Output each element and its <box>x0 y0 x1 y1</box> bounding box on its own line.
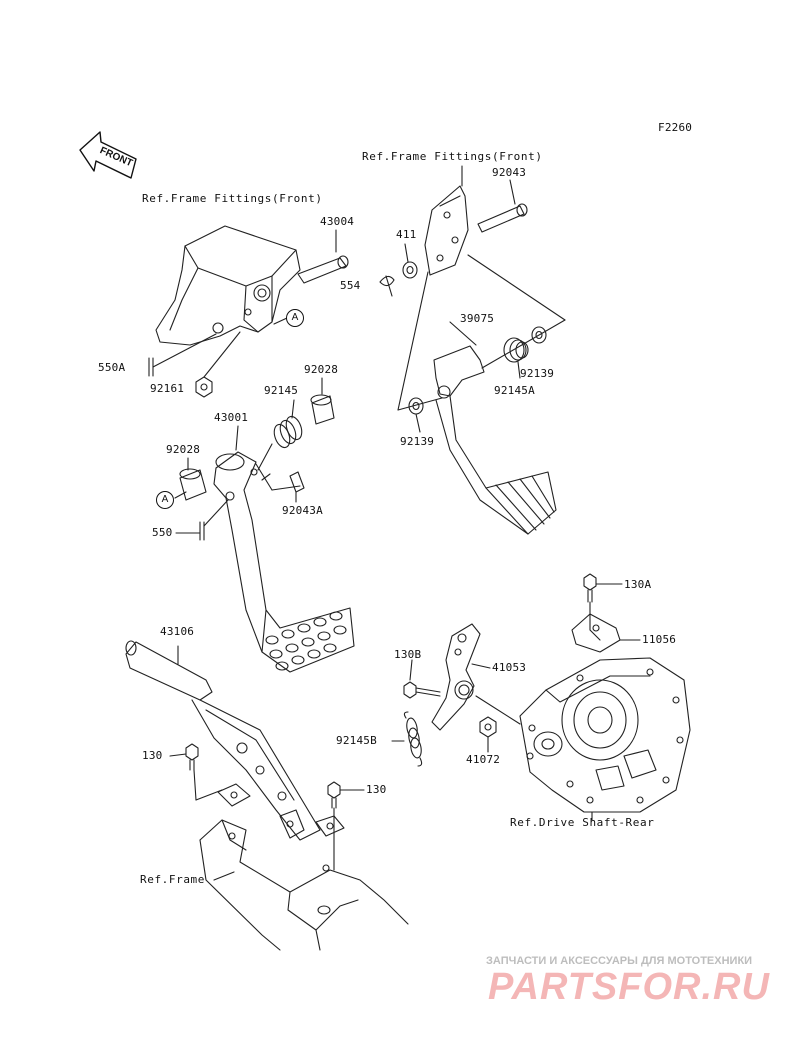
part-label-92139-left: 92139 <box>400 435 435 448</box>
part-label-130a: 130A <box>624 578 652 591</box>
pin-92043 <box>477 179 528 233</box>
watermark-caption: ЗАПЧАСТИ И АКСЕССУАРЫ ДЛЯ МОТОТЕХНИКИ <box>486 955 753 967</box>
bushing-92028-top <box>310 377 335 425</box>
nut-92161 <box>195 331 241 398</box>
part-label-92161: 92161 <box>150 382 185 395</box>
bracket-11056 <box>571 601 641 653</box>
part-label-43001: 43001 <box>214 411 249 424</box>
part-label-130-left: 130 <box>142 749 163 762</box>
washer-92139-right <box>531 326 547 344</box>
brake-pedal-pad-grid <box>265 611 347 671</box>
part-label-39075: 39075 <box>460 312 495 325</box>
part-label-92139-right: 92139 <box>520 367 555 380</box>
part-label-43004: 43004 <box>320 215 355 228</box>
part-label-130-right: 130 <box>366 783 387 796</box>
brake-pedal-43001 <box>213 425 355 673</box>
bolt-130a <box>583 573 623 603</box>
ref-frame-fittings-right-label: Ref.Frame Fittings(Front) <box>362 150 543 163</box>
front-arrow-icon: FRONT <box>79 131 137 179</box>
washer-92139-left <box>408 397 424 433</box>
part-label-554: 554 <box>340 279 361 292</box>
part-label-43106: 43106 <box>160 625 195 638</box>
part-label-92145b: 92145B <box>336 734 377 747</box>
part-label-550: 550 <box>152 526 173 539</box>
ref-drive-shaft-label: Ref.Drive Shaft-Rear <box>510 816 655 829</box>
part-label-92043a: 92043A <box>282 504 323 517</box>
washer-411 <box>402 243 418 279</box>
spring-92145b <box>391 711 423 767</box>
rear-drive-housing <box>519 657 691 821</box>
accelerator-pedal <box>433 345 557 535</box>
figure-code-label: F2260 <box>658 121 693 134</box>
watermark-logo: PARTSFOR.RU <box>488 966 770 1008</box>
vehicle-frame <box>199 819 409 951</box>
part-label-130b: 130B <box>394 648 422 661</box>
part-label-92028-left: 92028 <box>166 443 201 456</box>
brake-lever-41053 <box>431 623 521 731</box>
ref-frame-fittings-left-label: Ref.Frame Fittings(Front) <box>142 192 323 205</box>
cotter-pin-550a <box>148 333 217 377</box>
part-label-550a: 550A <box>98 361 126 374</box>
part-label-411: 411 <box>396 228 417 241</box>
bolt-130b <box>403 659 441 699</box>
part-label-92028-top: 92028 <box>304 363 339 376</box>
callout-a-upper: A <box>286 309 304 327</box>
cotter-pin-550 <box>175 499 229 541</box>
spring-92145 <box>257 399 303 471</box>
part-label-41072: 41072 <box>466 753 501 766</box>
part-label-41053: 41053 <box>492 661 527 674</box>
spring-92145a <box>503 337 529 379</box>
part-label-92043: 92043 <box>492 166 527 179</box>
nut-41072 <box>479 716 497 753</box>
clip-554 <box>379 275 395 297</box>
right-bracket-fitting <box>424 165 469 276</box>
bolt-130-left <box>169 743 223 801</box>
left-bracket-fitting <box>155 225 301 346</box>
parking-brake-lever-43106 <box>125 640 321 841</box>
callout-a-lower: A <box>156 491 174 509</box>
bolt-130-right <box>327 781 365 871</box>
part-label-92145: 92145 <box>264 384 299 397</box>
part-label-11056: 11056 <box>642 633 677 646</box>
bushing-92028-left <box>174 457 207 501</box>
pin-43004 <box>297 229 349 284</box>
part-label-92145a: 92145A <box>494 384 535 397</box>
ref-frame-label: Ref.Frame <box>140 873 206 886</box>
